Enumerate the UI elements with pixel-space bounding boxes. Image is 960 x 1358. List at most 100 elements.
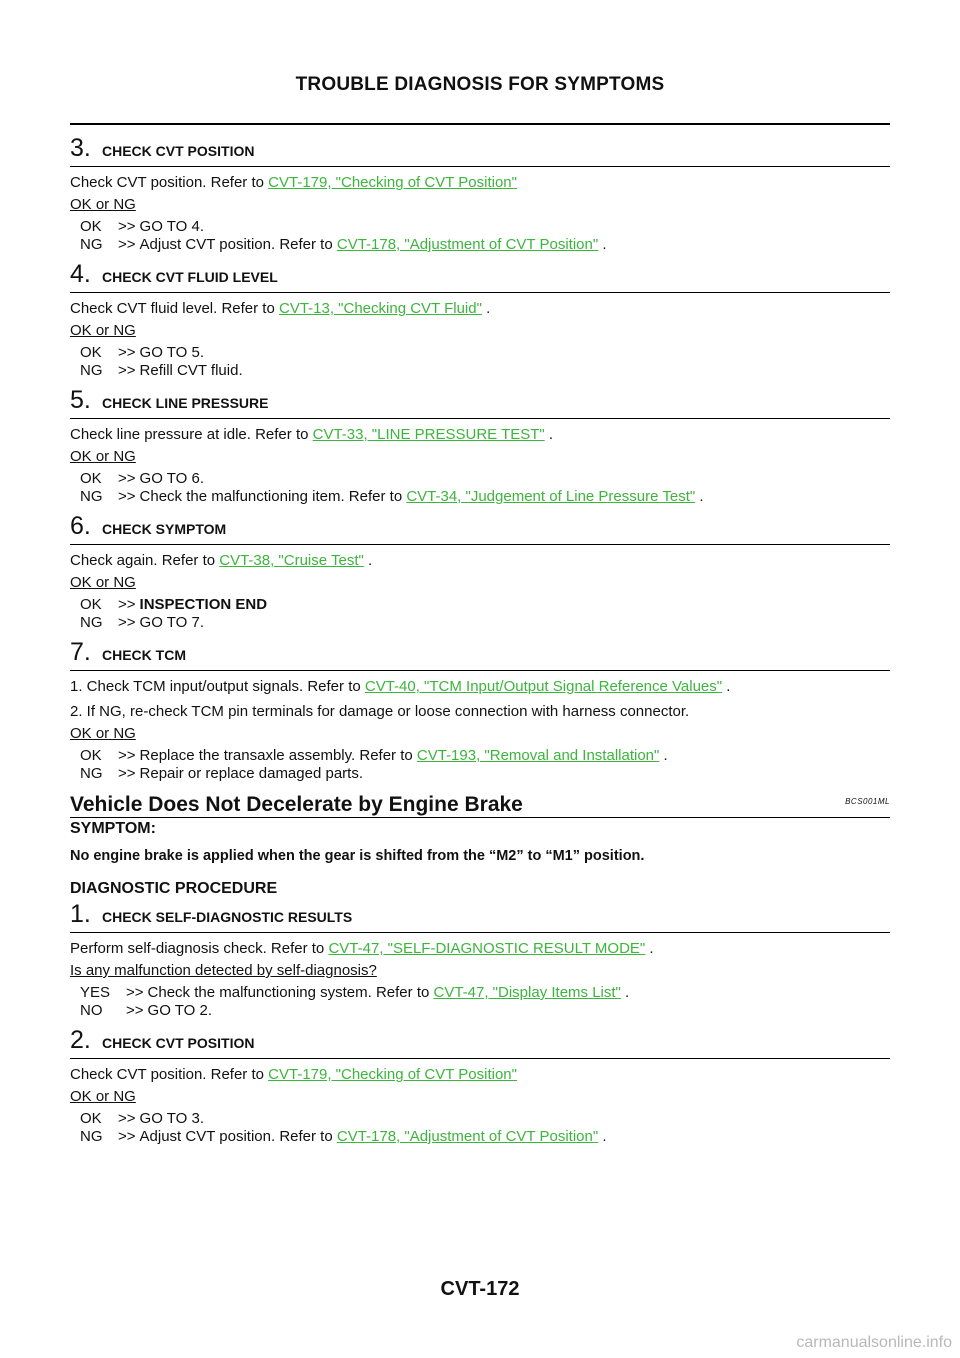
answer-text: GO TO 6. <box>139 470 204 487</box>
diagnostic-step: 2.CHECK CVT POSITION Check CVT position. … <box>70 1020 890 1146</box>
watermark: carmanualsonline.info <box>796 1334 952 1351</box>
answer-row: NG>>Adjust CVT position. Refer to CVT-17… <box>80 1128 890 1146</box>
page-content: 3. CHECK CVT POSITION Check CVT position. … <box>70 128 890 1146</box>
answer-key: NG <box>80 488 103 505</box>
step-header: 4. CHECK CVT FLUID LEVEL <box>70 260 890 293</box>
reference-link[interactable]: CVT-179, "Checking of CVT Position" <box>268 1066 517 1083</box>
answer-text: GO TO 7. <box>139 614 204 631</box>
answer-key: OK <box>80 1110 102 1127</box>
answer-text: Refill CVT fluid. <box>139 362 243 379</box>
answer-row: OK>>GO TO 6. <box>80 470 890 488</box>
reference-link[interactable]: CVT-179, "Checking of CVT Position" <box>268 174 517 191</box>
answer-key: NG <box>80 236 103 253</box>
answer-row: OK >>GO TO 3. <box>80 1110 890 1128</box>
reference-link[interactable]: CVT-47, "Display Items List" <box>433 984 621 1001</box>
reference-link[interactable]: CVT-40, "TCM Input/Output Signal Referen… <box>364 678 723 695</box>
step-header: 6. CHECK SYMPTOM <box>70 512 890 545</box>
answer-row: OK>>INSPECTION END <box>80 596 890 614</box>
answer-arrow: >> <box>118 344 136 361</box>
answer-arrow: >> <box>118 470 136 487</box>
reference-link[interactable]: CVT-13, "Checking CVT Fluid" <box>278 300 482 317</box>
answer-suffix: . <box>620 984 630 1001</box>
reference-link[interactable]: CVT-33, "LINE PRESSURE TEST" <box>312 426 545 443</box>
step-title: CHECK CVT FLUID LEVEL <box>102 269 278 285</box>
answer-arrow: >> <box>118 596 136 613</box>
step-question: OK or NG <box>70 1088 136 1105</box>
answer-row: NG>>Adjust CVT position. Refer to CVT-17… <box>80 236 890 254</box>
answer-arrow: >> <box>118 1110 136 1127</box>
answer-text: Check the malfunctioning item. Refer to <box>139 488 407 505</box>
answer-text: Check the malfunctioning system. Refer t… <box>147 984 434 1001</box>
answer-text: Adjust CVT position. Refer to <box>139 1128 337 1145</box>
reference-link[interactable]: CVT-38, "Cruise Test" <box>219 552 364 569</box>
answer-arrow: >> <box>118 765 136 782</box>
section-title-text: Vehicle Does Not Decelerate by Engine Br… <box>70 793 523 816</box>
answer-text-bold: INSPECTION END <box>139 596 268 613</box>
page-title: TROUBLE DIAGNOSIS FOR SYMPTOMS <box>295 74 665 95</box>
answer-arrow: >> <box>118 218 136 235</box>
step-title: CHECK TCM <box>102 647 186 663</box>
answer-arrow: >> <box>118 488 136 505</box>
steps-top: 3. CHECK CVT POSITION Check CVT position. … <box>70 128 890 783</box>
reference-link[interactable]: CVT-178, "Adjustment of CVT Position" <box>336 1128 599 1145</box>
answer-row: OK >>GO TO 5. <box>80 344 890 362</box>
step-number: 6. <box>70 512 91 540</box>
reference-link[interactable]: CVT-178, "Adjustment of CVT Position" <box>336 236 599 253</box>
answer-text: GO TO 3. <box>139 1110 204 1127</box>
answer-block: OK>>GO TO 6.NG >>Check the malfunctioning… <box>70 470 890 506</box>
instruction-text: Check again. Refer to <box>70 552 220 569</box>
step-question: Is any malfunction detected by self-diag… <box>70 962 377 979</box>
page-number: CVT-172 <box>440 1278 520 1300</box>
step-number: 3. <box>70 134 91 162</box>
step-header: 3. CHECK CVT POSITION <box>70 134 890 167</box>
answer-key: NO <box>80 1002 103 1019</box>
diagnostic-step: 7.CHECK TCM 1. Check TCM input/output sig… <box>70 632 890 783</box>
step-title: CHECK SYMPTOM <box>102 521 227 537</box>
reference-link[interactable]: CVT-47, "SELF-DIAGNOSTIC RESULT MODE" <box>328 940 646 957</box>
instruction-text: Check CVT fluid level. Refer to <box>70 300 279 317</box>
step-title: CHECK CVT POSITION <box>102 143 255 159</box>
answer-key: OK <box>80 747 102 764</box>
answer-arrow: >> <box>118 614 136 631</box>
reference-link[interactable]: CVT-193, "Removal and Installation" <box>416 747 660 764</box>
step-instruction: Check CVT position. Refer to CVT-179, "C… <box>70 1066 890 1084</box>
answer-row: OK >>GO TO 4. <box>80 218 890 236</box>
answer-block: OK >>GO TO 4.NG>>Adjust CVT position. Ref… <box>70 218 890 254</box>
answer-text: Repair or replace damaged parts. <box>139 765 363 782</box>
answer-key: YES <box>80 984 111 1001</box>
step-title: CHECK LINE PRESSURE <box>102 395 269 411</box>
instruction-suffix: . <box>544 426 554 443</box>
answer-key: OK <box>80 218 102 235</box>
answer-text: GO TO 5. <box>139 344 204 361</box>
step-header: 1.CHECK SELF-DIAGNOSTIC RESULTS <box>70 900 890 933</box>
instruction-text: Check line pressure at idle. Refer to <box>70 426 313 443</box>
reference-link[interactable]: CVT-34, "Judgement of Line Pressure Test… <box>406 488 696 505</box>
answer-row: NO>>GO TO 2. <box>80 1002 890 1020</box>
answer-block: YES>>Check the malfunctioning system. Re… <box>70 984 890 1020</box>
step-header: 7.CHECK TCM <box>70 638 890 671</box>
instruction-text: Check CVT position. Refer to <box>70 1066 269 1083</box>
answer-text: GO TO 4. <box>139 218 204 235</box>
step-header: 2.CHECK CVT POSITION <box>70 1026 890 1059</box>
step-instruction: Check CVT position. Refer to CVT-179, "C… <box>70 174 890 192</box>
step-instruction: Perform self-diagnosis check. Refer to C… <box>70 940 890 958</box>
step-question: OK or NG <box>70 322 136 339</box>
answer-key: NG <box>80 765 103 782</box>
section-heading: Vehicle Does Not Decelerate by Engine Br… <box>70 793 890 818</box>
diagnostic-procedure-label: DIAGNOSTIC PROCEDURE <box>70 880 278 897</box>
instruction-suffix: . <box>722 678 731 695</box>
step-title: CHECK CVT POSITION <box>102 1035 255 1051</box>
step-instruction: Check again. Refer to CVT-38, "Cruise Te… <box>70 552 890 570</box>
step-number: 4. <box>70 260 91 288</box>
symptom-text: No engine brake is applied when the gear… <box>70 848 645 864</box>
header-rule <box>70 123 890 125</box>
instruction-text: 1. Check TCM input/output signals. Refer… <box>70 678 365 695</box>
answer-suffix: . <box>659 747 668 764</box>
instruction-text: Perform self-diagnosis check. Refer to <box>70 940 329 957</box>
answer-suffix: . <box>598 236 607 253</box>
diagnostic-step: 4. CHECK CVT FLUID LEVEL Check CVT fluid l… <box>70 254 890 380</box>
answer-block: OK>>GO TO 5.NG>>Refill CVT fluid. <box>70 344 890 380</box>
diagnostic-step: 6. CHECK SYMPTOM Check again. Refer to CVT… <box>70 506 890 632</box>
step-question: OK or NG <box>70 448 136 465</box>
answer-key: OK <box>80 344 102 361</box>
